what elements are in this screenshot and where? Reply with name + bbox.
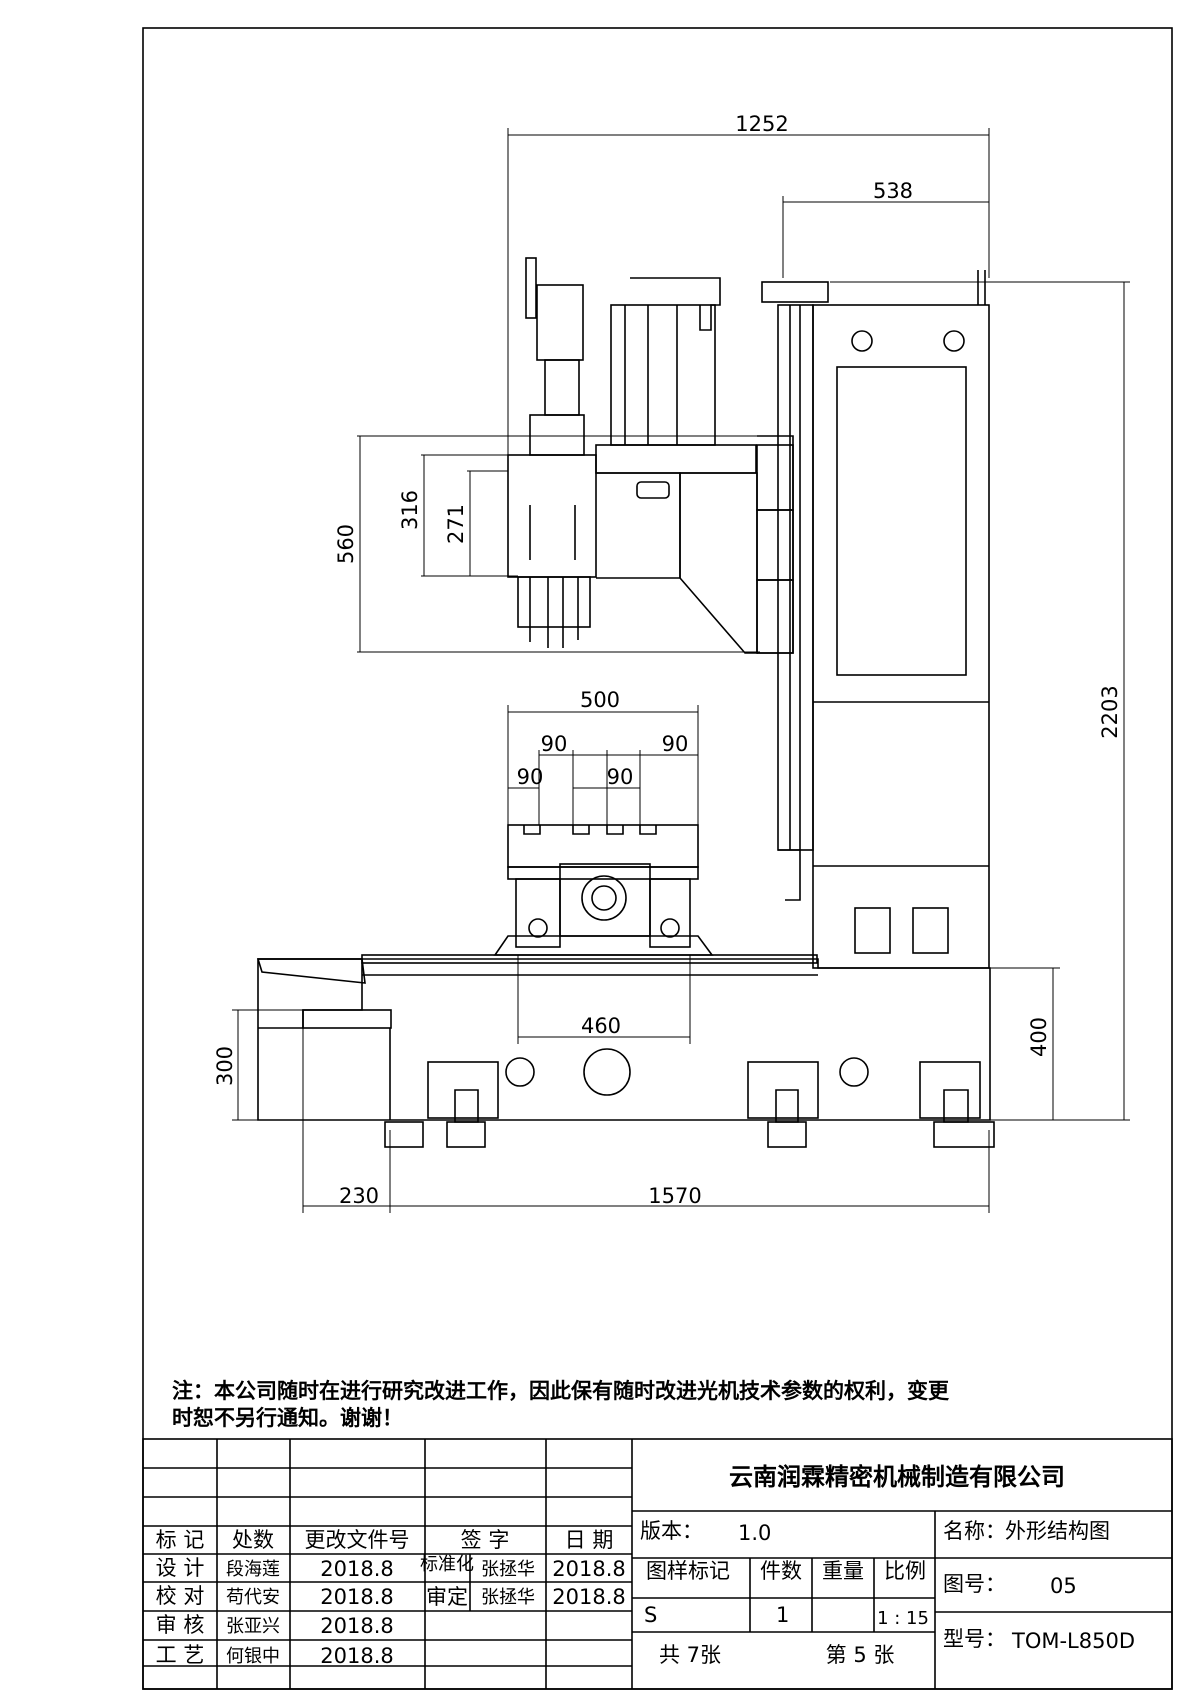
row2-name2: 张拯华 [481,1587,535,1608]
row2-name: 苟代安 [226,1587,280,1608]
dimension-lines [232,128,1130,1213]
sample-mark-label: 图样标记 [646,1559,730,1583]
drawing-no-value: 05 [1050,1574,1077,1598]
row1-date: 2018.8 [320,1557,393,1581]
note-line-1: 注：本公司随时在进行研究改进工作，因此保有随时改进光机技术参数的权利，变更 [172,1379,949,1403]
header-count: 处数 [232,1528,274,1552]
row2-date: 2018.8 [320,1585,393,1609]
header-date: 日 期 [565,1528,614,1552]
dim-316: 316 [398,490,422,530]
row2-role: 校 对 [156,1584,205,1608]
row4-role: 工 艺 [156,1643,205,1667]
dim-2203: 2203 [1098,685,1122,738]
work-table [493,824,714,956]
dim-538: 538 [873,179,913,203]
row1-date2: 2018.8 [552,1557,625,1581]
dim-271: 271 [444,504,468,544]
dim-90-a: 90 [541,732,568,756]
qty-value: 1 [776,1603,789,1627]
company-name: 云南润霖精密机械制造有限公司 [729,1463,1065,1491]
row4-date: 2018.8 [320,1644,393,1668]
sheet-number: 第 5 张 [826,1643,895,1667]
header-signature: 签 字 [461,1528,510,1552]
dim-500: 500 [580,688,620,712]
dim-1252: 1252 [735,112,788,136]
dim-300: 300 [213,1046,237,1086]
sample-value: S [644,1603,657,1627]
row4-name: 何银中 [226,1646,280,1667]
scale-label: 比例 [884,1559,926,1583]
row3-date: 2018.8 [320,1614,393,1638]
total-sheets: 共 7张 [659,1643,721,1667]
dim-560: 560 [334,524,358,564]
title-block [142,1438,1173,1690]
tool-magazine [507,257,597,648]
version-value: 1.0 [738,1521,771,1545]
model-label: 型号： [943,1627,1006,1651]
dim-460: 460 [581,1014,621,1038]
name-value: 外形结构图 [1005,1519,1110,1543]
note-line-2: 时恕不另行通知。谢谢！ [172,1406,403,1430]
row1-role2: 标准化 [420,1554,474,1575]
machine-drawing [256,257,995,1148]
column [812,304,990,969]
dim-400: 400 [1027,1017,1051,1057]
version-label: 版本： [640,1519,703,1543]
row1-role: 设 计 [156,1556,205,1580]
scale-value: 1 : 15 [877,1608,929,1629]
qty-label: 件数 [760,1559,802,1583]
dim-230: 230 [339,1184,379,1208]
row3-name: 张亚兴 [226,1616,280,1637]
row1-name2: 张拯华 [481,1559,535,1580]
spindle-headstock [595,277,794,654]
drawing-no-label: 图号： [943,1572,1006,1596]
name-label: 名称： [943,1519,1006,1543]
disclaimer-note: 注：本公司随时在进行研究改进工作，因此保有随时改进光机技术参数的权利，变更 时恕… [172,1378,1172,1432]
leveling-feet [384,1089,995,1148]
dim-90-c: 90 [517,765,544,789]
header-change-doc: 更改文件号 [305,1528,410,1552]
sheet-border [142,27,1173,1690]
column-window [836,366,967,676]
dim-90-d: 90 [607,765,634,789]
row1-name: 段海莲 [226,1559,280,1580]
header-mark: 标 记 [156,1528,205,1552]
model-value: TOM-L850D [1011,1629,1135,1653]
dim-90-b: 90 [662,732,689,756]
row2-role2: 审定 [426,1585,468,1609]
row2-date2: 2018.8 [552,1585,625,1609]
row3-role: 审 核 [156,1613,205,1637]
weight-label: 重量 [822,1559,864,1583]
dim-1570: 1570 [648,1184,701,1208]
